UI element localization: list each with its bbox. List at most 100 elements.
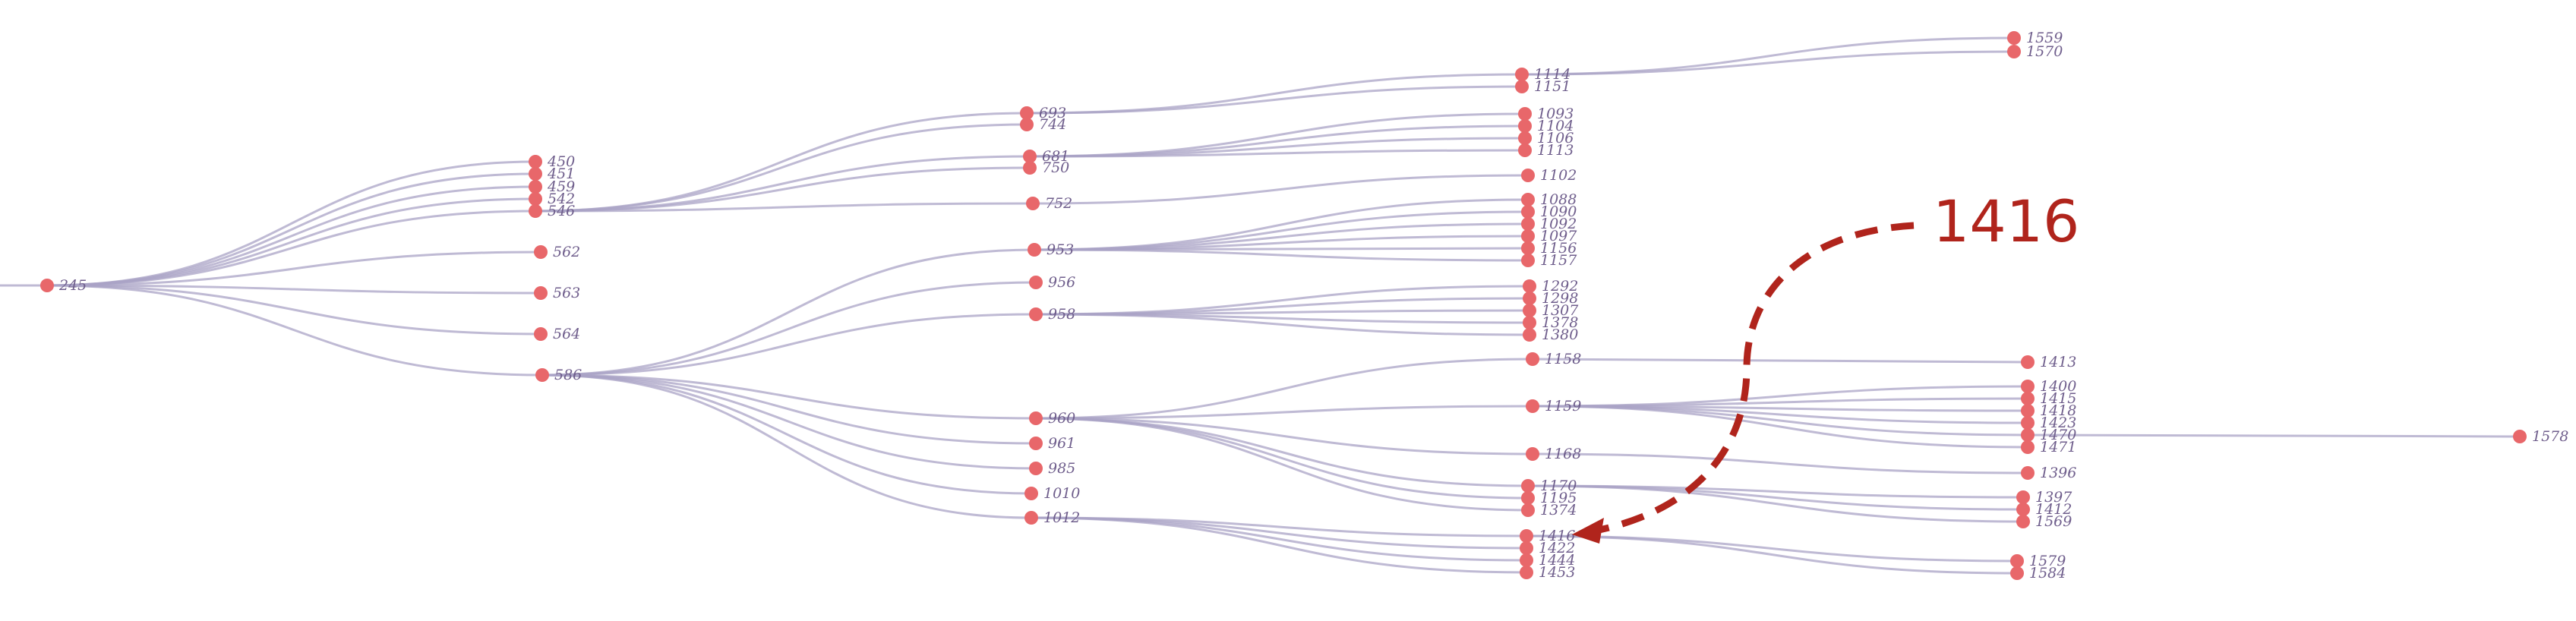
tree-node-1584[interactable]: 1584 — [2010, 565, 2066, 582]
node-dot[interactable] — [40, 279, 54, 292]
tree-node-1156[interactable]: 1156 — [1521, 240, 1577, 257]
tree-node-1093[interactable]: 1093 — [1518, 106, 1574, 122]
tree-node-681[interactable]: 681 — [1023, 148, 1069, 165]
node-dot[interactable] — [1026, 197, 1040, 210]
node-dot[interactable] — [1523, 279, 1536, 293]
tree-node-960[interactable]: 960 — [1029, 410, 1075, 427]
node-dot[interactable] — [1521, 491, 1535, 505]
tree-node-985[interactable]: 985 — [1029, 460, 1075, 477]
node-dot[interactable] — [529, 192, 542, 206]
tree-node-1195[interactable]: 1195 — [1521, 490, 1577, 506]
node-dot[interactable] — [1521, 217, 1535, 231]
node-dot[interactable] — [1020, 106, 1034, 120]
tree-node-1012[interactable]: 1012 — [1024, 509, 1080, 526]
node-dot[interactable] — [1020, 118, 1034, 131]
tree-node-1104[interactable]: 1104 — [1518, 118, 1574, 134]
node-dot[interactable] — [2021, 355, 2035, 369]
node-dot[interactable] — [2021, 380, 2035, 393]
node-dot[interactable] — [2021, 404, 2035, 418]
node-dot[interactable] — [2016, 503, 2030, 516]
node-dot[interactable] — [2021, 428, 2035, 442]
node-dot[interactable] — [2010, 566, 2024, 580]
tree-node-450[interactable]: 450 — [529, 153, 575, 170]
node-dot[interactable] — [2513, 430, 2527, 443]
tree-node-1578[interactable]: 1578 — [2513, 428, 2568, 445]
tree-node-1413[interactable]: 1413 — [2021, 354, 2076, 370]
node-dot[interactable] — [1518, 143, 1532, 157]
tree-node-752[interactable]: 752 — [1026, 195, 1072, 212]
node-dot[interactable] — [1029, 437, 1043, 450]
node-dot[interactable] — [1024, 487, 1038, 500]
tree-node-1396[interactable]: 1396 — [2021, 465, 2076, 481]
node-dot[interactable] — [534, 327, 548, 341]
tree-node-1470[interactable]: 1470 — [2021, 427, 2076, 443]
tree-node-953[interactable]: 953 — [1028, 241, 1074, 258]
tree-node-1471[interactable]: 1471 — [2021, 439, 2076, 456]
node-dot[interactable] — [1518, 131, 1532, 145]
node-dot[interactable] — [1029, 276, 1043, 289]
tree-node-1151[interactable]: 1151 — [1515, 78, 1571, 95]
tree-node-1423[interactable]: 1423 — [2021, 415, 2076, 431]
node-dot[interactable] — [529, 204, 542, 218]
node-dot[interactable] — [534, 245, 548, 259]
node-dot[interactable] — [2021, 416, 2035, 430]
tree-node-1397[interactable]: 1397 — [2016, 489, 2072, 506]
tree-node-1159[interactable]: 1159 — [1526, 398, 1581, 415]
node-dot[interactable] — [1515, 68, 1529, 81]
node-dot[interactable] — [1521, 205, 1535, 219]
tree-node-1418[interactable]: 1418 — [2021, 402, 2076, 419]
node-dot[interactable] — [1520, 529, 1533, 543]
node-dot[interactable] — [1521, 241, 1535, 255]
tree-node-956[interactable]: 956 — [1029, 274, 1075, 291]
node-dot[interactable] — [1520, 541, 1533, 555]
tree-node-1559[interactable]: 1559 — [2007, 30, 2063, 46]
node-dot[interactable] — [1520, 553, 1533, 567]
node-dot[interactable] — [2010, 554, 2024, 568]
node-dot[interactable] — [1526, 447, 1539, 461]
tree-node-1292[interactable]: 1292 — [1523, 278, 1578, 295]
node-dot[interactable] — [1515, 80, 1529, 93]
node-dot[interactable] — [1521, 229, 1535, 243]
node-dot[interactable] — [1521, 169, 1535, 182]
tree-node-459[interactable]: 459 — [529, 178, 575, 195]
tree-node-1010[interactable]: 1010 — [1024, 485, 1080, 502]
tree-node-1444[interactable]: 1444 — [1520, 552, 1575, 569]
tree-node-563[interactable]: 563 — [534, 285, 580, 301]
node-dot[interactable] — [1521, 254, 1535, 267]
node-dot[interactable] — [2021, 466, 2035, 480]
tree-node-1092[interactable]: 1092 — [1521, 216, 1577, 232]
tree-node-1168[interactable]: 1168 — [1526, 446, 1581, 462]
node-dot[interactable] — [1523, 304, 1536, 317]
tree-node-1415[interactable]: 1415 — [2021, 390, 2076, 407]
node-dot[interactable] — [529, 180, 542, 194]
tree-node-961[interactable]: 961 — [1029, 435, 1075, 452]
tree-node-1378[interactable]: 1378 — [1523, 314, 1578, 331]
tree-node-1400[interactable]: 1400 — [2021, 378, 2076, 395]
tree-node-1170[interactable]: 1170 — [1521, 478, 1577, 494]
tree-node-1416[interactable]: 1416 — [1520, 528, 1575, 544]
node-dot[interactable] — [1521, 479, 1535, 493]
node-dot[interactable] — [1024, 511, 1038, 525]
tree-node-1570[interactable]: 1570 — [2007, 43, 2063, 60]
tree-node-451[interactable]: 451 — [529, 165, 575, 182]
tree-node-1097[interactable]: 1097 — [1521, 228, 1577, 244]
tree-node-542[interactable]: 542 — [529, 191, 575, 207]
tree-node-1088[interactable]: 1088 — [1521, 191, 1577, 208]
node-dot[interactable] — [1526, 399, 1539, 413]
tree-node-1374[interactable]: 1374 — [1521, 502, 1577, 519]
node-dot[interactable] — [1028, 243, 1041, 257]
tree-node-744[interactable]: 744 — [1020, 116, 1066, 133]
tree-node-562[interactable]: 562 — [534, 244, 580, 260]
tree-node-1453[interactable]: 1453 — [1520, 564, 1575, 581]
tree-node-1158[interactable]: 1158 — [1526, 351, 1581, 367]
tree-node-564[interactable]: 564 — [534, 326, 580, 342]
tree-node-1114[interactable]: 1114 — [1515, 66, 1571, 83]
node-dot[interactable] — [1518, 107, 1532, 121]
tree-node-693[interactable]: 693 — [1020, 105, 1066, 121]
tree-node-546[interactable]: 546 — [529, 203, 575, 219]
tree-node-1307[interactable]: 1307 — [1523, 302, 1579, 319]
node-dot[interactable] — [1029, 307, 1043, 321]
node-dot[interactable] — [1029, 411, 1043, 425]
tree-node-1579[interactable]: 1579 — [2010, 553, 2066, 569]
node-dot[interactable] — [2021, 392, 2035, 405]
